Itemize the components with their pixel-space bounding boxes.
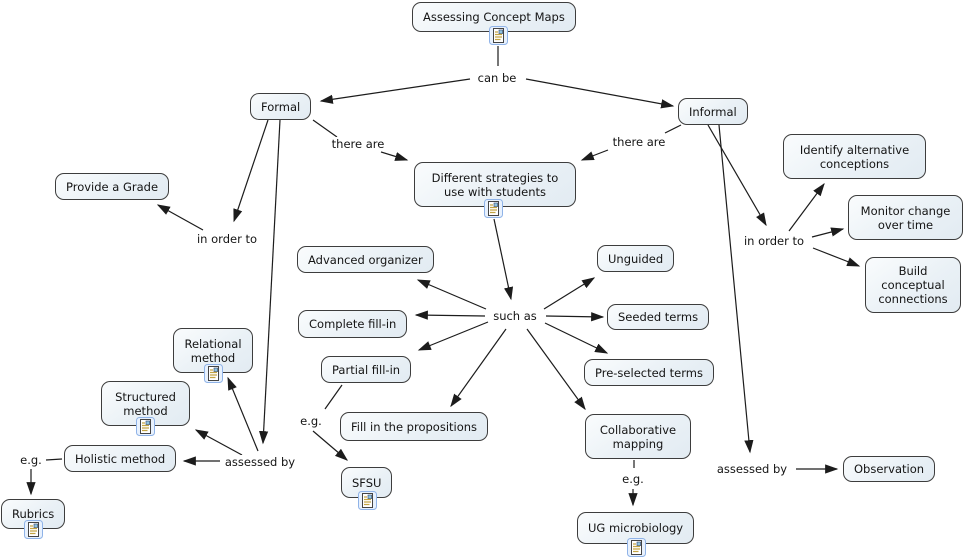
- resource-icon[interactable]: [484, 199, 503, 218]
- linking-phrase-can-be[interactable]: can be: [474, 71, 520, 85]
- linking-phrase-there-are-left[interactable]: there are: [328, 137, 388, 151]
- linking-phrase-eg-ug[interactable]: e.g.: [619, 472, 647, 486]
- concept-seeded-terms[interactable]: Seeded terms: [607, 304, 710, 330]
- resource-icon[interactable]: [358, 491, 377, 510]
- concept-label: Identify alternative conceptions: [799, 142, 910, 171]
- concept-label: Relational method: [184, 336, 242, 365]
- concept-label: Structured method: [115, 389, 176, 418]
- concept-advanced-organizer[interactable]: Advanced organizer: [297, 246, 434, 273]
- concept-informal[interactable]: Informal: [678, 98, 748, 125]
- concept-label: Partial fill-in: [332, 362, 401, 377]
- resource-icon[interactable]: [489, 26, 508, 45]
- concept-label: Rubrics: [12, 507, 55, 521]
- concept-label: Unguided: [608, 251, 664, 266]
- concept-holistic-method[interactable]: Holistic method: [64, 445, 177, 472]
- document-with-image-icon: [627, 538, 646, 557]
- concept-label: Pre-selected terms: [595, 365, 703, 380]
- linking-phrase-in-order-to-right[interactable]: in order to: [740, 234, 808, 248]
- resource-icon[interactable]: [204, 364, 223, 383]
- concept-relational-method[interactable]: Relational method: [173, 328, 253, 373]
- concept-label: Advanced organizer: [308, 252, 423, 267]
- linking-phrase-eg-rubrics[interactable]: e.g.: [17, 453, 45, 467]
- concept-formal[interactable]: Formal: [250, 93, 312, 120]
- linking-phrase-there-are-right[interactable]: there are: [609, 135, 669, 149]
- concept-label: Complete fill-in: [309, 317, 397, 331]
- concept-fill-in-the-propositions[interactable]: Fill in the propositions: [340, 412, 489, 441]
- concept-provide-a-grade[interactable]: Provide a Grade: [55, 173, 170, 200]
- document-with-image-icon: [358, 491, 377, 510]
- concept-collaborative-mapping[interactable]: Collaborative mapping: [585, 414, 691, 459]
- linking-phrase-assessed-by-right[interactable]: assessed by: [713, 462, 791, 476]
- concept-build-conceptual-connections[interactable]: Build conceptual connections: [865, 257, 961, 313]
- concept-monitor-change-over-time[interactable]: Monitor change over time: [848, 195, 963, 240]
- concept-label: Informal: [689, 104, 737, 119]
- concept-label: SFSU: [352, 475, 382, 490]
- linking-phrase-such-as[interactable]: such as: [490, 309, 540, 323]
- resource-icon[interactable]: [24, 520, 43, 539]
- concept-label: Assessing Concept Maps: [423, 10, 565, 24]
- linking-phrase-eg-sfsu[interactable]: e.g.: [297, 414, 325, 428]
- resource-icon[interactable]: [136, 417, 155, 436]
- concept-complete-fill-in[interactable]: Complete fill-in: [298, 310, 408, 338]
- concept-label: Different strategies to use with student…: [431, 170, 559, 199]
- concept-different-strategies[interactable]: Different strategies to use with student…: [414, 162, 576, 207]
- concept-label: Provide a Grade: [66, 179, 159, 194]
- concept-label: Fill in the propositions: [351, 419, 478, 434]
- concept-unguided[interactable]: Unguided: [597, 245, 675, 272]
- resource-icon[interactable]: [627, 538, 646, 557]
- concept-label: Holistic method: [75, 451, 166, 466]
- document-with-image-icon: [136, 417, 155, 436]
- linking-phrase-in-order-to-left[interactable]: in order to: [193, 232, 261, 246]
- concept-label: Build conceptual connections: [878, 264, 948, 306]
- concept-label: Monitor change over time: [860, 203, 951, 232]
- document-with-image-icon: [204, 364, 223, 383]
- concept-label: Collaborative mapping: [599, 422, 677, 451]
- document-with-image-icon: [489, 26, 508, 45]
- document-with-image-icon: [24, 520, 43, 539]
- concept-observation[interactable]: Observation: [843, 456, 936, 482]
- document-with-image-icon: [484, 199, 503, 218]
- concept-pre-selected-terms[interactable]: Pre-selected terms: [584, 359, 714, 386]
- concept-label: UG microbiology: [588, 521, 684, 535]
- concept-label: Formal: [261, 99, 301, 114]
- concept-label: Observation: [854, 462, 925, 476]
- concept-label: Seeded terms: [618, 310, 699, 324]
- linking-phrase-assessed-by-left[interactable]: assessed by: [221, 455, 299, 469]
- concept-partial-fill-in[interactable]: Partial fill-in: [321, 356, 412, 383]
- concept-identify-alternative-conceptions[interactable]: Identify alternative conceptions: [783, 134, 926, 179]
